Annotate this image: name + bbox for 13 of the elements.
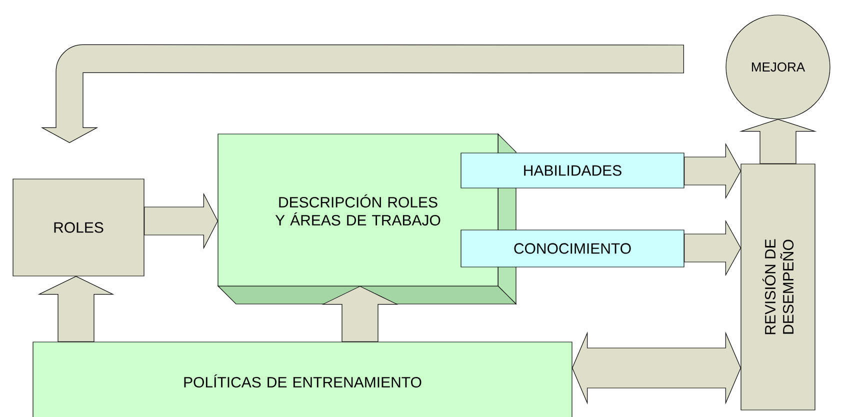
process-box: CONOCIMIENTO xyxy=(460,230,684,268)
process-box: HABILIDADES xyxy=(460,152,684,188)
circle-node: MEJORA xyxy=(726,14,830,120)
process-box: ROLES xyxy=(12,178,144,276)
block-arrow xyxy=(684,142,742,200)
process-box: REVISIÓN DE DESEMPEÑO xyxy=(740,164,816,410)
block-arrow xyxy=(38,276,114,342)
process-box: POLÍTICAS DE ENTRENAMIENTO xyxy=(32,342,572,417)
block-arrow xyxy=(684,220,742,276)
block-arrow xyxy=(144,192,218,250)
block-arrow xyxy=(322,286,398,342)
block-arrow xyxy=(739,118,817,164)
block-arrow xyxy=(42,44,684,143)
